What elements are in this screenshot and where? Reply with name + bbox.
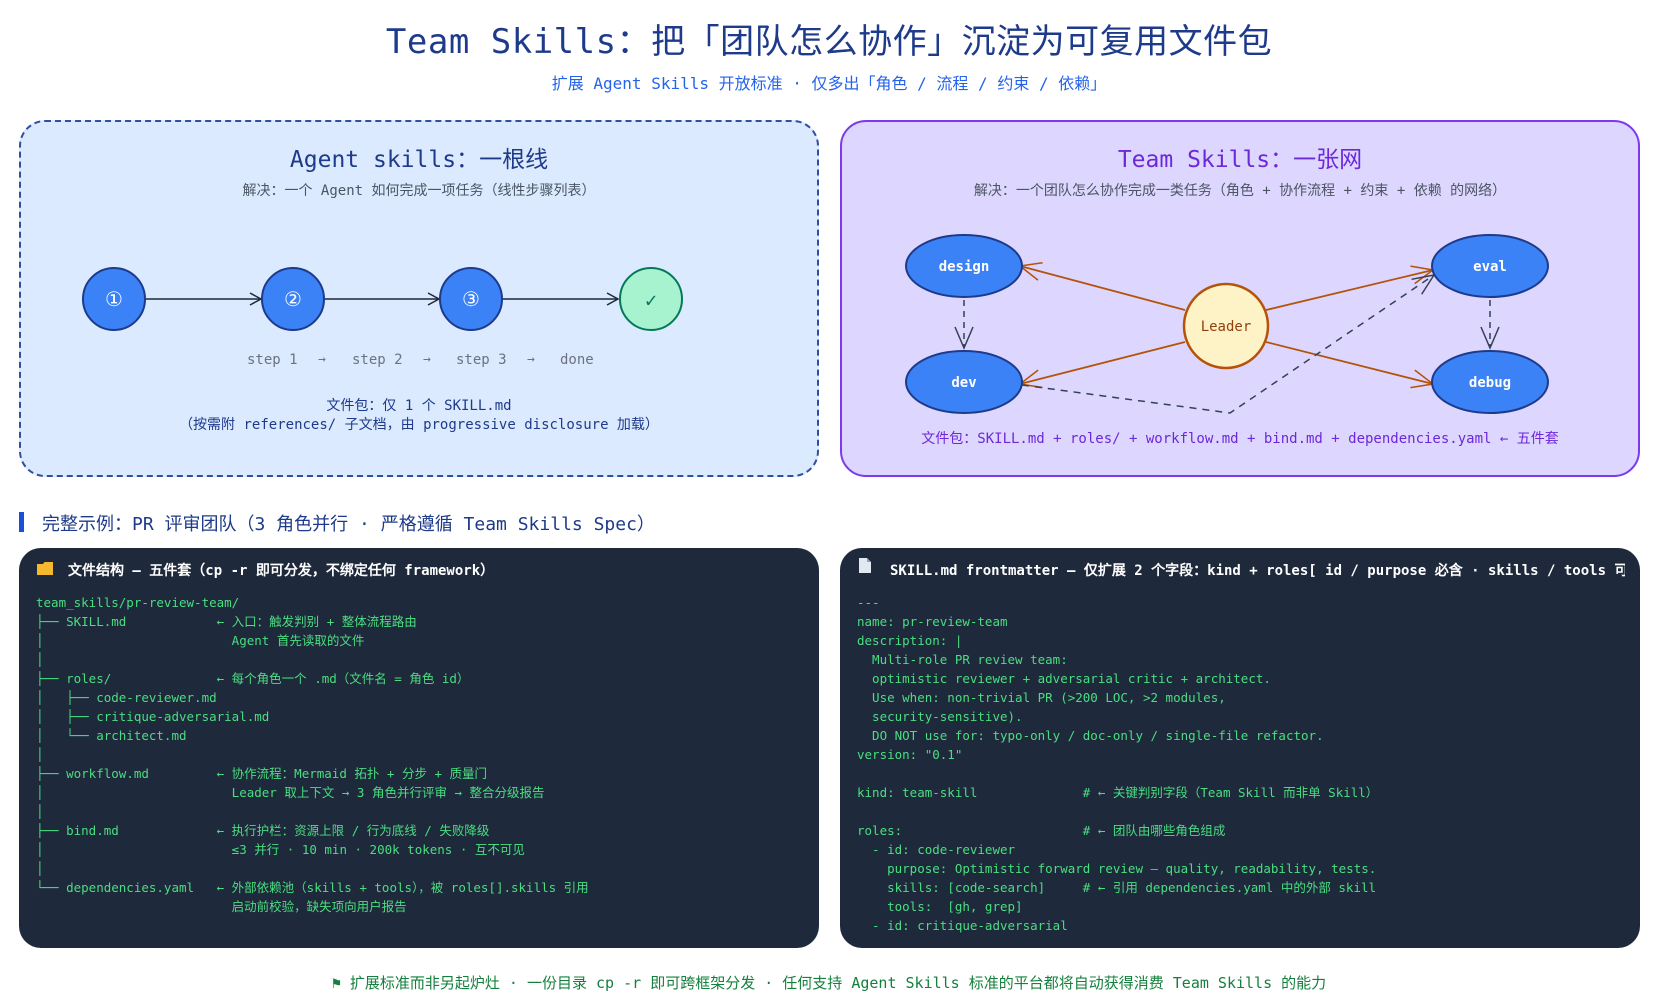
code-line: tools: [gh, grep]: [857, 899, 1023, 914]
svg-text:design: design: [939, 259, 990, 275]
code-line: kind: team-skill # ← 关键判别字段（Team Skill 而…: [857, 785, 1379, 800]
linear-flow-diagram: ① ② ③ ✓: [82, 267, 683, 331]
code-line: │ ├── critique-adversarial.md: [36, 709, 270, 724]
code-line: 启动前校验，缺失项向用户报告: [36, 899, 407, 914]
code-line: ├── SKILL.md ← 入口：触发判别 + 整体流程路由: [36, 614, 417, 629]
team-network-diagram: design dev eval debug Leader: [905, 234, 1549, 414]
eval-node: eval: [1431, 234, 1549, 298]
agent-skills-file-line: 文件包：仅 1 个 SKILL.md: [326, 398, 512, 414]
svg-text:eval: eval: [1473, 259, 1507, 275]
code-line: │ └── architect.md: [36, 728, 187, 743]
code-line: │ ≤3 并行 · 10 min · 200k tokens · 互不可见: [36, 842, 525, 857]
section-marker: [19, 512, 24, 532]
document-icon: [859, 558, 871, 573]
team-skills-title: Team Skills：一张网: [1117, 147, 1363, 173]
code-line: ├── workflow.md ← 协作流程：Mermaid 拓扑 + 分步 +…: [36, 766, 488, 781]
leader-node: Leader: [1182, 282, 1270, 370]
code-line: ├── roles/ ← 每个角色一个 .md（文件名 = 角色 id）: [36, 671, 470, 686]
dev-node: dev: [905, 350, 1023, 414]
svg-text:✓: ✓: [645, 288, 657, 312]
code-line: skills: [code-search] # ← 引用 dependencie…: [857, 880, 1377, 895]
debug-node: debug: [1431, 350, 1549, 414]
team-skills-subtitle: 解决：一个团队怎么协作完成一类任务（角色 + 协作流程 + 约束 + 依赖 的网…: [973, 183, 1507, 199]
edge-leader-debug: [1265, 341, 1435, 389]
edge-leader-dev: [1018, 341, 1186, 389]
step-label-3: step 3: [456, 352, 507, 368]
svg-text:dev: dev: [951, 375, 976, 391]
step-node-3: ③: [439, 267, 503, 331]
folder-icon: [37, 560, 53, 575]
edge-leader-design: [1018, 261, 1186, 311]
agent-skills-title: Agent skills：一根线: [289, 147, 549, 173]
done-node: ✓: [619, 267, 683, 331]
step-label-2: step 2: [352, 352, 403, 368]
code-line: │ Agent 首先读取的文件: [36, 633, 365, 648]
svg-text:③: ③: [462, 287, 480, 311]
svg-text:Leader: Leader: [1201, 319, 1252, 335]
page-title: Team Skills：把「团队怎么协作」沉淀为可复用文件包: [385, 22, 1273, 62]
step-label-1: step 1: [247, 352, 298, 368]
code-line: ---: [857, 595, 880, 610]
svg-text:②: ②: [284, 287, 302, 311]
svg-text:debug: debug: [1469, 375, 1511, 391]
step-node-2: ②: [261, 267, 325, 331]
code-line: optimistic reviewer + adversarial critic…: [857, 671, 1271, 686]
code-line: DO NOT use for: typo-only / doc-only / s…: [857, 728, 1324, 743]
edge-dev-eval: [1021, 273, 1436, 414]
code-line: │ ├── code-reviewer.md: [36, 690, 217, 705]
code-line: - id: critique-adversarial: [857, 918, 1068, 933]
code-line: Use when: non-trivial PR (>200 LOC, >2 m…: [857, 690, 1226, 705]
code-line: Multi-role PR review team:: [857, 652, 1068, 667]
code-line: [857, 802, 1627, 821]
file-structure-header: 文件结构 — 五件套（cp -r 即可分发，不绑定任何 framework）: [68, 563, 495, 579]
agent-skills-file-note: （按需附 references/ 子文档，由 progressive discl…: [179, 417, 659, 433]
agent-skills-subtitle: 解决：一个 Agent 如何完成一项任务（线性步骤列表）: [242, 183, 596, 199]
frontmatter-code: --- name: pr-review-team description: | Mu…: [857, 593, 1627, 935]
step-arrow-3: →: [527, 352, 535, 367]
design-node: design: [905, 234, 1023, 298]
code-line: [857, 764, 1627, 783]
file-structure-code: team_skills/pr-review-team/ ├── SKILL.md …: [36, 593, 806, 916]
code-line: │: [36, 652, 44, 667]
code-line: │ Leader 取上下文 → 3 角色并行评审 → 整合分级报告: [36, 785, 545, 800]
code-line: roles: # ← 团队由哪些角色组成: [857, 823, 1226, 838]
svg-text:①: ①: [105, 287, 123, 311]
code-line: description: |: [857, 633, 963, 648]
code-line: - id: code-reviewer: [857, 842, 1016, 857]
code-line: team_skills/pr-review-team/: [36, 595, 240, 610]
team-skills-file-line: 文件包：SKILL.md + roles/ + workflow.md + bi…: [921, 431, 1559, 447]
code-line: │: [36, 747, 44, 762]
step-arrow-1: →: [318, 352, 326, 367]
page-subtitle: 扩展 Agent Skills 开放标准 · 仅多出「角色 / 流程 / 约束 …: [551, 74, 1107, 93]
code-line: └── dependencies.yaml ← 外部依赖池（skills + t…: [36, 880, 589, 895]
step-arrow-2: →: [423, 352, 431, 367]
code-line: security-sensitive).: [857, 709, 1023, 724]
code-line: purpose: Optimistic forward review — qua…: [857, 861, 1377, 876]
step-label-done: done: [560, 352, 594, 368]
file-structure-panel: [19, 548, 819, 948]
code-line: name: pr-review-team: [857, 614, 1008, 629]
code-line: │: [36, 804, 44, 819]
step-node-1: ①: [82, 267, 146, 331]
frontmatter-panel: [840, 548, 1640, 948]
section-title: 完整示例：PR 评审团队（3 角色并行 · 严格遵循 Team Skills S…: [42, 514, 655, 535]
frontmatter-header: SKILL.md frontmatter — 仅扩展 2 个字段：kind + …: [890, 563, 1625, 579]
footer-note: ⚑ 扩展标准而非另起炉灶 · 一份目录 cp -r 即可跨框架分发 · 任何支持…: [331, 974, 1327, 992]
code-line: │: [36, 861, 44, 876]
code-line: version: "0.1": [857, 747, 963, 762]
edge-leader-eval: [1265, 265, 1435, 311]
code-line: ├── bind.md ← 执行护栏：资源上限 / 行为底线 / 失败降级: [36, 823, 490, 838]
